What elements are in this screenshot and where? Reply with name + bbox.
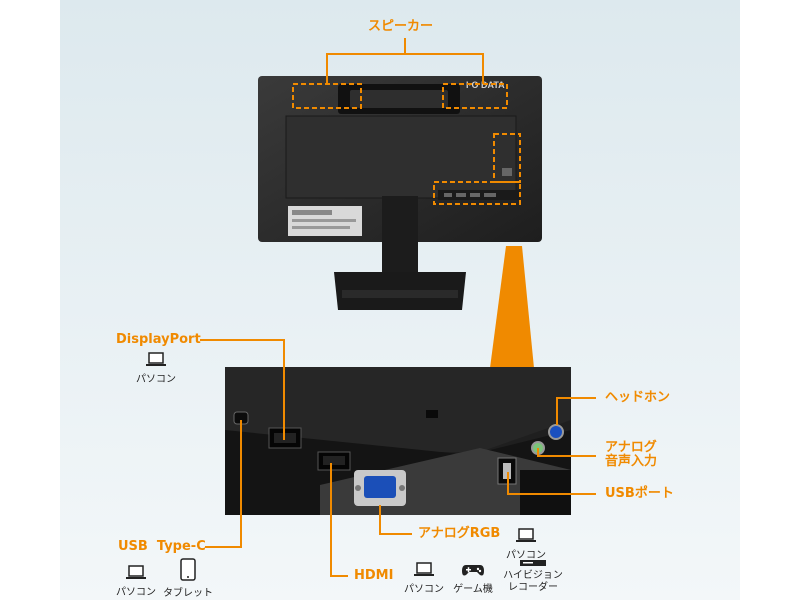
- tablet-icon: [180, 558, 196, 581]
- analog-audio-label: アナログ 音声入力: [605, 440, 658, 470]
- device-label: パソコン: [404, 584, 444, 595]
- hdmi-pc-device: パソコン: [402, 562, 446, 595]
- analog-audio-label-line1: アナログ: [605, 440, 657, 455]
- laptop-icon: [516, 528, 536, 542]
- device-label: パソコン: [506, 550, 546, 561]
- laptop-icon: [146, 352, 166, 366]
- usbc-pc-device: パソコン: [114, 565, 158, 598]
- displayport-label: DisplayPort: [116, 332, 201, 347]
- hdmi-recorder-device: ハイビジョン レコーダー: [500, 558, 566, 593]
- port-area-callout: [433, 133, 521, 205]
- displayport-pc-device: パソコン: [136, 352, 176, 385]
- analog-audio-label-line2: 音声入力: [605, 454, 658, 470]
- laptop-icon: [126, 565, 146, 579]
- closeup-panel: [225, 367, 571, 515]
- headphone-label: ヘッドホン: [605, 390, 671, 405]
- device-label: タブレット: [163, 588, 213, 599]
- analog-rgb-pc-device: パソコン: [504, 528, 548, 561]
- zoom-triangle: [490, 246, 534, 368]
- hdmi-game-device: ゲーム機: [450, 562, 496, 595]
- recorder-icon: [520, 560, 546, 566]
- device-label-line2: レコーダー: [508, 581, 558, 593]
- monitor-back: [258, 76, 542, 310]
- hdmi-label: HDMI: [354, 568, 394, 583]
- laptop-icon: [414, 562, 434, 576]
- device-label: パソコン: [136, 374, 176, 385]
- speaker-callout: [292, 38, 508, 109]
- analog-rgb-label: アナログRGB: [418, 526, 501, 541]
- usb-port-label: USBポート: [605, 486, 674, 501]
- device-label: パソコン: [116, 587, 156, 598]
- speaker-label: スピーカー: [368, 19, 434, 34]
- callout-lines: [200, 339, 596, 577]
- device-label-line1: ハイビジョン: [503, 570, 563, 581]
- usb-type-c-label: USB Type-C: [118, 539, 206, 554]
- gamepad-icon: [462, 565, 484, 576]
- device-label: ゲーム機: [453, 584, 493, 595]
- usbc-tablet-device: タブレット: [162, 558, 214, 599]
